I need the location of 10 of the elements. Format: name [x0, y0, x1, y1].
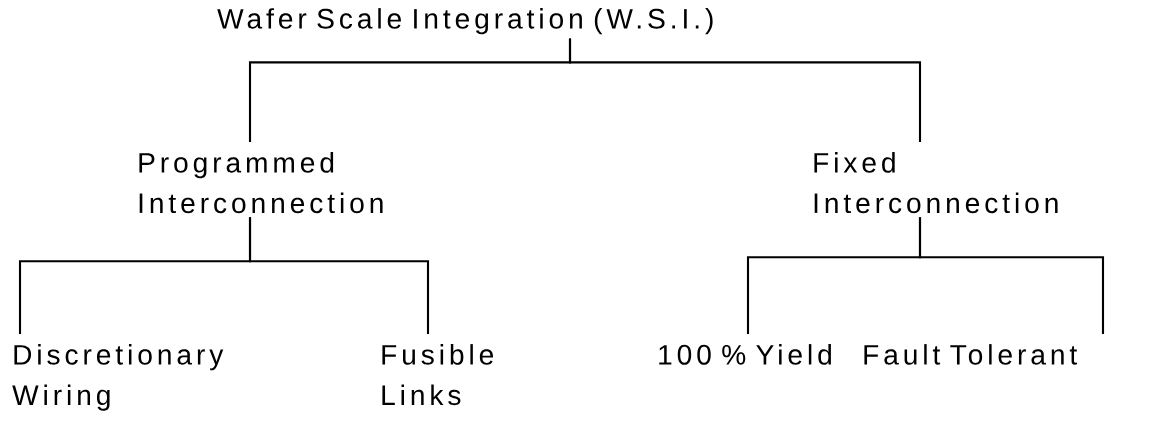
tree-label: Wafer Scale Integration (W.S.I.)	[217, 8, 713, 35]
tree-label: Programmed Interconnection	[139, 152, 383, 214]
tree-label: Fixed Interconnection	[814, 152, 1058, 214]
tree-connector	[568, 38, 922, 142]
tree-label: Fusible Links	[382, 344, 494, 406]
tree-label: 100 % Yield	[659, 344, 831, 365]
tree-connector	[248, 217, 430, 334]
tree-label: Fault Tolerant	[864, 344, 1078, 365]
tree-connector	[918, 217, 1105, 334]
tree-label: Discretionary Wiring	[12, 344, 224, 411]
